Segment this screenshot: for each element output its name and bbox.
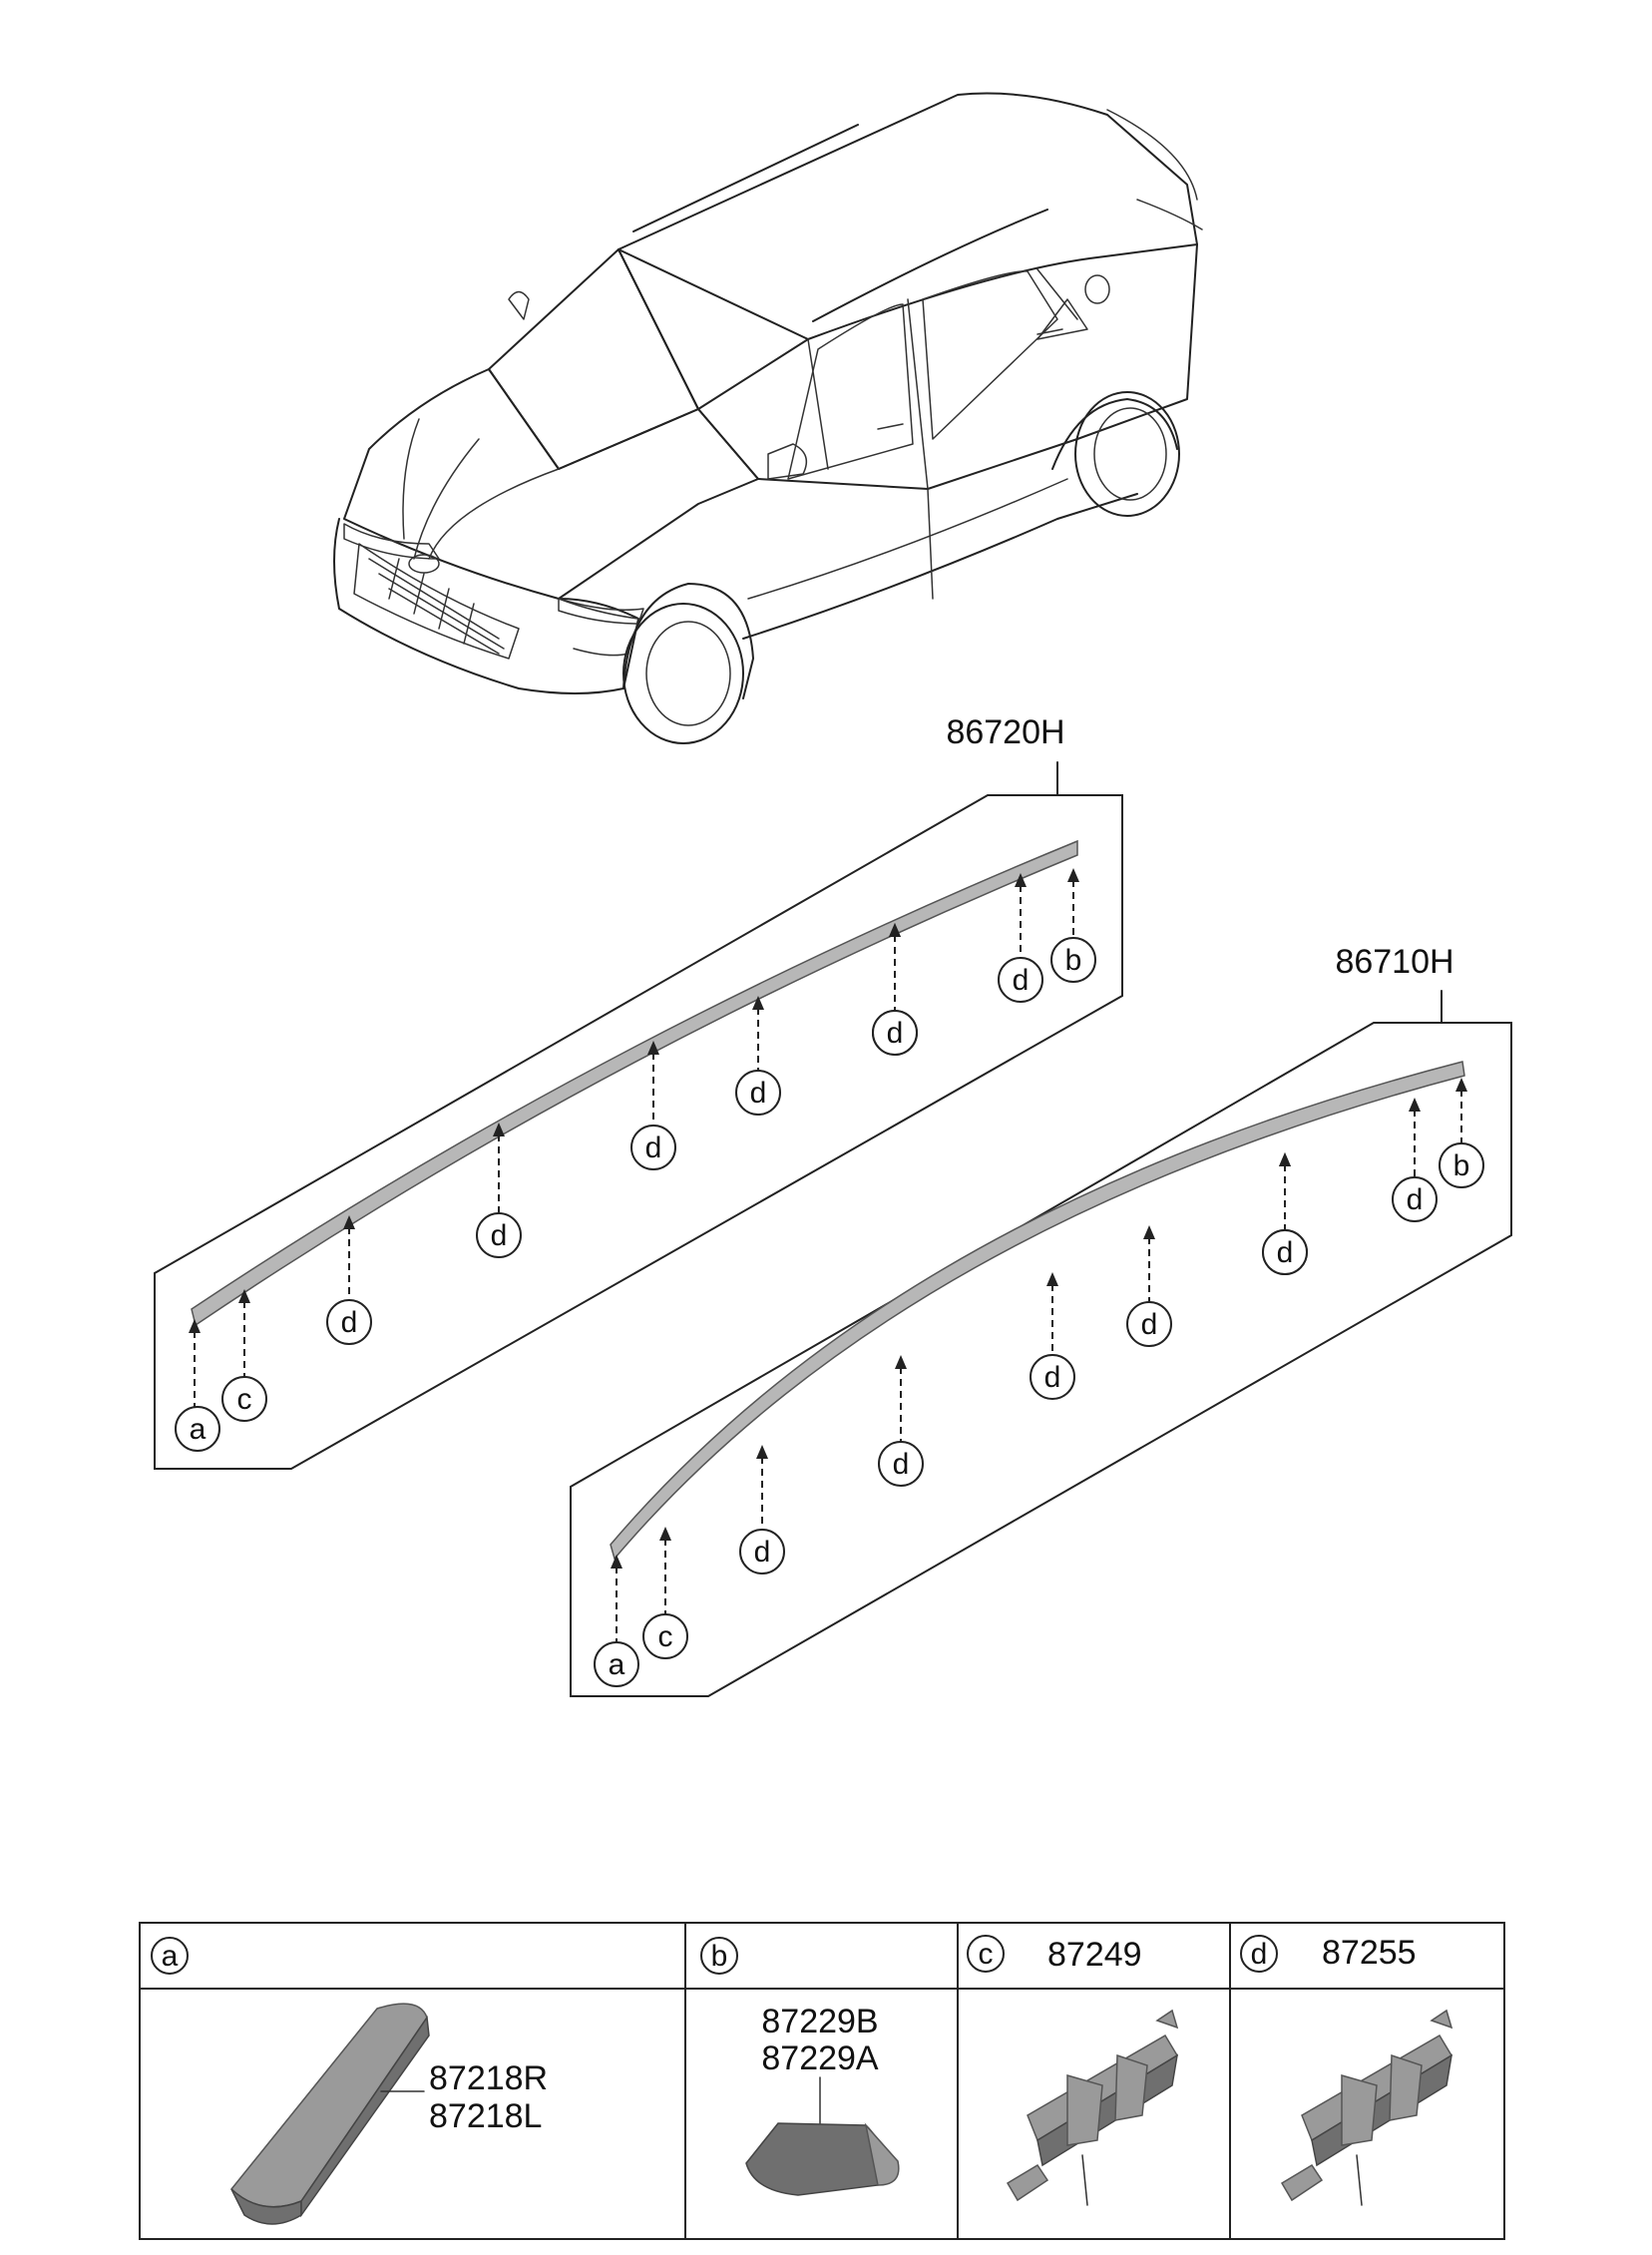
clip-marker-letter: d <box>645 1131 662 1164</box>
assembly-part-number: 86720H <box>946 713 1064 751</box>
clip-marker-a: a <box>594 1555 639 1687</box>
clip-marker-letter: d <box>1013 964 1030 997</box>
legend-header-b: b <box>700 1937 738 1975</box>
clip-marker-letter: d <box>491 1219 508 1252</box>
clip-marker-d: d <box>878 1355 924 1487</box>
clip-marker-letter: d <box>1141 1308 1158 1341</box>
roof-rail-molding <box>610 1061 1465 1561</box>
assembly-part-number: 86710H <box>1335 943 1453 981</box>
legend-header-a: a <box>151 1937 189 1975</box>
clip-marker-letter: d <box>887 1017 904 1050</box>
clip-marker-letter: c <box>658 1620 673 1653</box>
clip-marker-d: d <box>1126 1225 1172 1347</box>
clip-marker-b: b <box>1439 1078 1484 1188</box>
legend-header-d: d 87255 <box>1240 1934 1417 1973</box>
clip-marker-letter: a <box>190 1413 206 1446</box>
clip-87255 <box>1280 2009 1453 2206</box>
legend-header-c: c 87249 <box>967 1935 1142 1974</box>
clip-marker-a: a <box>175 1319 220 1452</box>
clip-marker-letter: d <box>893 1448 910 1481</box>
assembly-86720h: 86720H <box>154 713 1123 1470</box>
assembly-86710h: 86710H <box>570 943 1512 1697</box>
assembly-outline <box>570 1022 1512 1697</box>
clip-marker-letter: d <box>341 1306 358 1339</box>
clip-marker-d: d <box>872 923 918 1056</box>
part-number: 87229B <box>761 2003 878 2040</box>
clip-marker-d: d <box>476 1123 522 1258</box>
part-number-87249: 87249 <box>1047 1936 1142 1974</box>
parts-legend-table: a b c 87249 d 87255 87218R 87218L 872 <box>139 1922 1505 2240</box>
assembly-outline <box>154 794 1123 1470</box>
clip-marker-letter: c <box>237 1383 252 1416</box>
clip-marker-c: c <box>221 1289 267 1422</box>
svg-text:d: d <box>1251 1938 1268 1971</box>
clip-markers: acdddddddbacdddddddb <box>175 868 1484 1687</box>
svg-text:a: a <box>162 1940 179 1973</box>
clip-marker-d: d <box>1030 1272 1075 1400</box>
clip-marker-letter: d <box>754 1536 771 1569</box>
clip-marker-c: c <box>642 1527 688 1659</box>
rail-rear-cap-part <box>745 2122 900 2196</box>
clip-marker-letter: d <box>1407 1183 1424 1216</box>
svg-text:c: c <box>979 1938 994 1971</box>
clip-marker-d: d <box>739 1445 785 1575</box>
clip-marker-d: d <box>1262 1152 1308 1275</box>
roof-rail-molding <box>191 839 1078 1327</box>
part-number: 87218L <box>429 2097 542 2135</box>
clip-marker-d: d <box>735 996 781 1116</box>
clip-87249 <box>1006 2009 1179 2206</box>
clip-marker-b: b <box>1050 868 1096 983</box>
clip-marker-d: d <box>1392 1098 1438 1222</box>
clip-marker-d: d <box>326 1215 372 1345</box>
clip-marker-d: d <box>630 1041 676 1170</box>
clip-marker-letter: d <box>1277 1236 1294 1269</box>
clip-marker-letter: b <box>1065 944 1082 977</box>
clip-marker-letter: b <box>1453 1149 1470 1182</box>
clip-marker-letter: a <box>609 1648 625 1681</box>
svg-text:b: b <box>711 1940 728 1973</box>
part-number: 87229A <box>761 2039 879 2077</box>
part-number: 87218R <box>429 2059 548 2097</box>
clip-marker-letter: d <box>750 1077 767 1110</box>
rail-end-cap-part <box>229 2003 430 2225</box>
clip-marker-letter: d <box>1044 1361 1061 1394</box>
car-illustration <box>333 92 1203 744</box>
clip-marker-d: d <box>998 873 1043 1003</box>
part-number-87255: 87255 <box>1322 1934 1417 1972</box>
